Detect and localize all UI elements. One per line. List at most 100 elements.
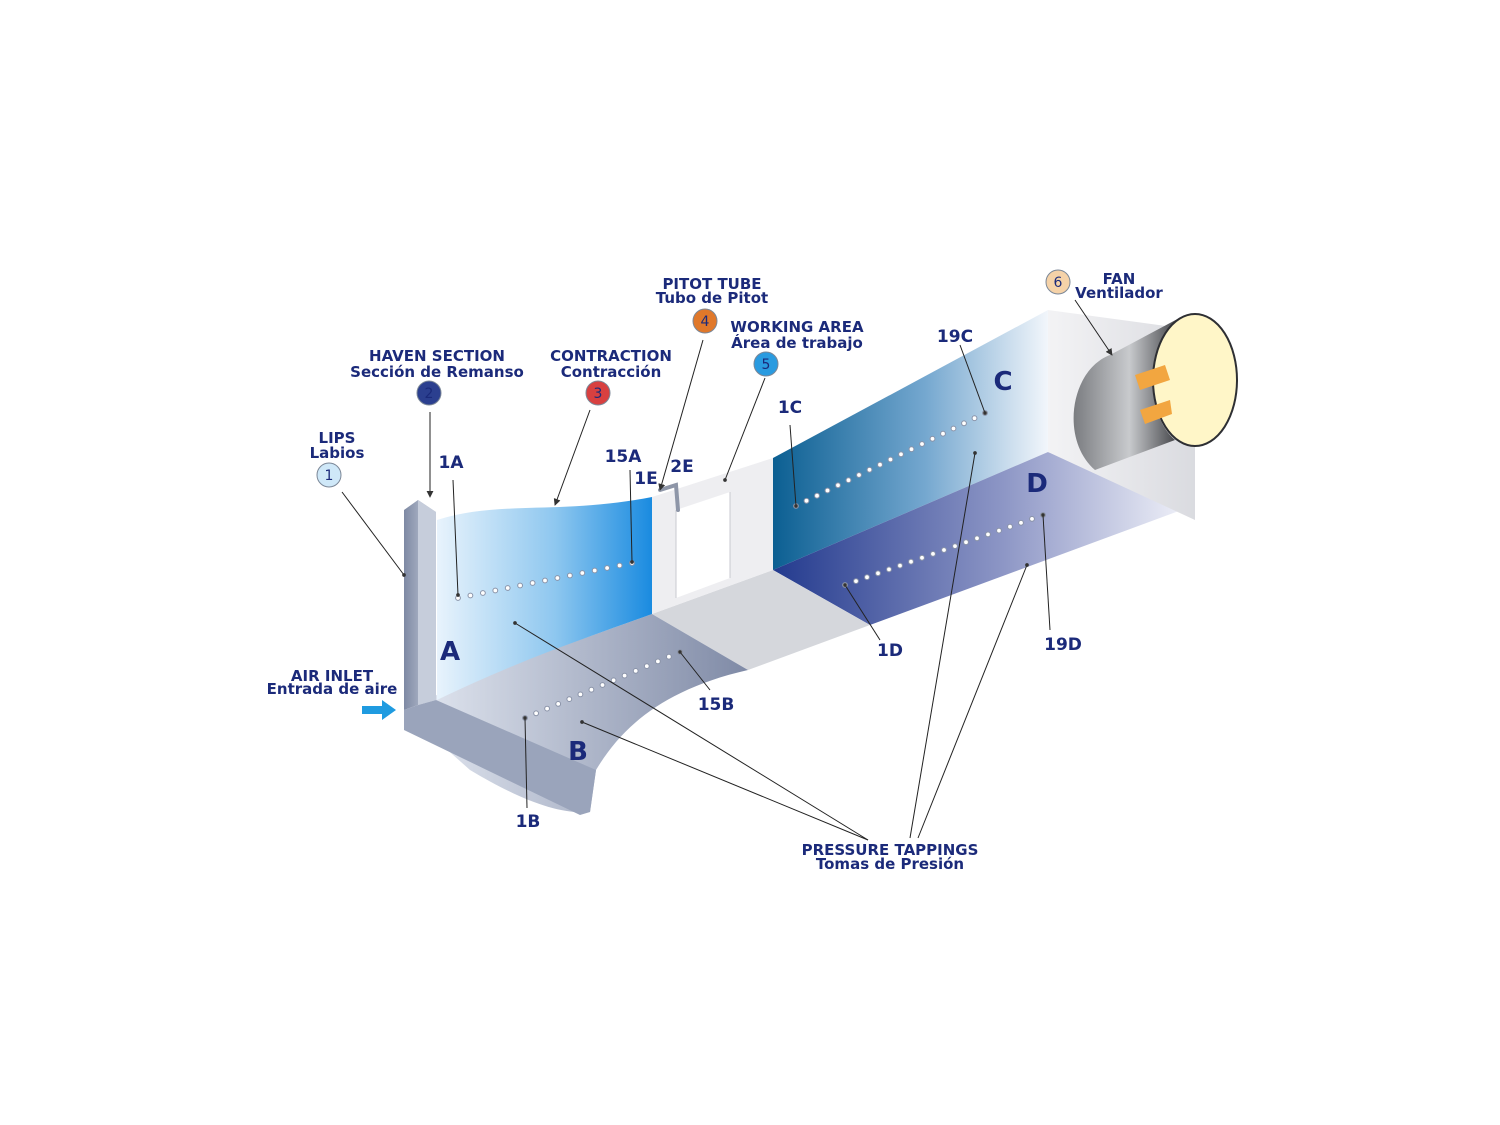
point-1d-label: 1D <box>877 641 903 661</box>
haven-section-subtitle: Sección de Remanso <box>350 363 524 381</box>
fan-blade-1 <box>1135 365 1170 390</box>
tapping-row-a-dot <box>542 577 548 584</box>
tapping-row-d-dot <box>930 551 936 557</box>
tapping-row-c-dot <box>961 420 967 427</box>
tapping-row-b-dot <box>599 682 606 688</box>
tapping-row-c-dot <box>929 435 936 442</box>
haven-section-title: HAVEN SECTION <box>369 347 505 365</box>
fan-title: FAN <box>1103 270 1136 288</box>
badge-5-number: 5 <box>762 357 771 373</box>
tapping-row-b-dot <box>555 701 562 707</box>
tapping-row-c-dot <box>898 451 904 458</box>
badge-5: 5 <box>753 351 779 377</box>
section-c-panel <box>773 310 1048 570</box>
tapping-row-b-dot <box>610 677 617 684</box>
fan-subtitle: Ventilador <box>1075 284 1163 302</box>
badge-1-number: 1 <box>325 468 334 484</box>
contraction-title: CONTRACTION <box>550 347 672 365</box>
badge-2: 2 <box>416 380 442 406</box>
section-a-panel <box>437 497 652 700</box>
point-1e-label: 1E <box>634 469 657 489</box>
tapping-row-a-dot <box>604 565 610 571</box>
tapping-row-a-dot <box>480 590 486 596</box>
working-area-floor <box>652 570 870 670</box>
section-letters: A B C D <box>440 367 1048 767</box>
tapping-row-a-dot <box>529 580 536 586</box>
badge-1-circle <box>316 462 342 488</box>
pitot-tube-shape <box>658 482 680 512</box>
badge-3: 3 <box>585 380 611 406</box>
tapping-row-d-dot <box>974 535 980 542</box>
tapping-row-c-dot <box>835 482 841 489</box>
pressure-tapping-dots <box>455 410 1046 721</box>
pressure-tappings-subtitle: Tomas de Presión <box>816 855 964 873</box>
tapping-row-d-dot <box>963 539 969 546</box>
tapping-row-b-dot <box>544 705 550 712</box>
working-area-subtitle: Área de trabajo <box>731 333 863 352</box>
tapping-row-a-dot <box>517 582 523 589</box>
tapping-row-c-dot <box>866 466 873 473</box>
badge-6: 6 <box>1045 269 1071 295</box>
tapping-row-d-dot <box>1018 519 1024 526</box>
tapping-row-b-dot <box>566 696 573 702</box>
badge-4: 4 <box>692 308 718 334</box>
section-a-label: A <box>440 637 460 667</box>
tapping-row-a-dot <box>616 562 623 569</box>
tapping-row-d-dot <box>985 531 991 538</box>
section-c-label: C <box>993 367 1012 397</box>
tapping-row-a-dot <box>492 587 499 594</box>
tapping-row-c-dot <box>971 415 978 422</box>
fan-housing <box>1073 315 1185 470</box>
lips-frame-bottom <box>404 700 596 815</box>
pressure-tappings-title: PRESSURE TAPPINGS <box>802 841 979 859</box>
component-badges: 1 2 3 4 5 6 <box>316 269 1071 488</box>
wind-tunnel-body <box>404 310 1238 815</box>
tapping-row-d-dot <box>897 562 903 569</box>
tapping-row-d-dot <box>864 574 870 581</box>
tapping-row-d-dot <box>1007 523 1013 530</box>
tapping-row-d-dot <box>996 527 1002 534</box>
tapping-row-a-dot <box>579 570 586 576</box>
tapping-row-c-dot <box>824 487 831 494</box>
badge-4-circle <box>692 308 718 334</box>
tapping-row-c-dot <box>919 441 925 447</box>
tapping-row-a-dot <box>567 572 573 579</box>
air-inlet-subtitle: Entrada de aire <box>267 680 398 698</box>
badge-3-number: 3 <box>594 386 603 402</box>
section-d-panel <box>773 452 1195 625</box>
tapping-row-b-dot <box>643 663 650 669</box>
point-1a-label: 1A <box>439 453 465 473</box>
point-19c-label: 19C <box>937 327 973 347</box>
point-19d-label: 19D <box>1044 635 1082 655</box>
tapping-row-c-dot <box>887 456 894 463</box>
contraction-subtitle: Contracción <box>561 363 662 381</box>
badge-6-number: 6 <box>1054 275 1063 291</box>
air-inlet-title: AIR INLET <box>291 667 374 685</box>
tapping-row-c-dot <box>940 430 946 437</box>
badge-4-number: 4 <box>701 314 710 330</box>
tapping-row-c-dot <box>803 497 810 504</box>
tapping-row-a-dot <box>455 595 461 601</box>
tapping-row-d-dot <box>886 566 892 573</box>
component-labels: LIPS Labios HAVEN SECTION Sección de Rem… <box>267 270 1164 873</box>
tapping-row-a-dot <box>554 575 561 581</box>
tapping-row-d-dot <box>919 554 925 561</box>
badge-6-circle <box>1045 269 1071 295</box>
tapping-row-a-dot <box>504 585 511 591</box>
tapping-row-c-dot <box>845 477 852 484</box>
tapping-row-d-dot <box>1029 516 1035 522</box>
tapping-row-d-dot <box>853 578 859 584</box>
tapping-row-b-dot <box>533 710 539 717</box>
tapping-row-a-dot <box>467 592 474 599</box>
badge-5-circle <box>753 351 779 377</box>
tapping-row-d-dot <box>941 547 947 553</box>
tapping-row-b-dot <box>632 668 639 674</box>
tapping-row-c-dot <box>908 446 915 453</box>
tapping-row-a-dot <box>591 567 598 574</box>
lips-subtitle: Labios <box>310 444 365 462</box>
tapping-row-d-dot <box>875 570 881 577</box>
air-inlet-arrow-icon <box>362 700 396 720</box>
point-1b-label: 1B <box>516 812 541 832</box>
tapping-row-d-dot <box>952 543 958 549</box>
